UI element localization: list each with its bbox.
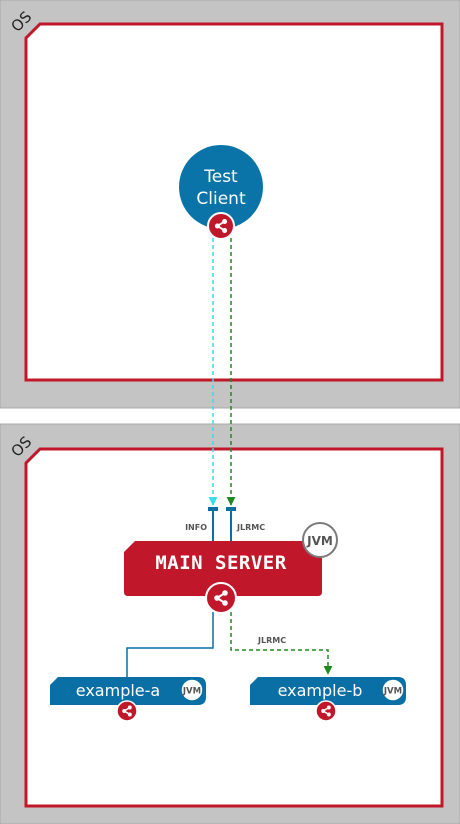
server-box (124, 541, 322, 596)
component-example-a[interactable]: example-a JVM (50, 677, 206, 722)
example-b-connection (230, 612, 333, 675)
component-example-b[interactable]: example-b JVM (250, 677, 406, 722)
jvm-badge: JVM (180, 678, 204, 702)
port-info-label: INFO (185, 523, 207, 532)
jlrmc-link-label: JLRMC (257, 636, 286, 645)
jvm-badge: JVM (302, 522, 338, 558)
jvm-label: JVM (306, 534, 333, 548)
port-info (208, 507, 218, 541)
server-label: MAIN SERVER (155, 552, 286, 574)
jvm-label: JVM (383, 687, 402, 697)
port-jlrmc-label: JLRMC (236, 523, 265, 532)
connections: JLRMC (126, 238, 333, 680)
share-icon (207, 212, 235, 240)
share-icon (205, 582, 237, 614)
share-icon (315, 700, 337, 722)
client-label-line1: Test (203, 167, 238, 187)
component-label: example-a (76, 681, 160, 700)
share-icon (116, 700, 138, 722)
main-server-node[interactable]: INFO JLRMC MAIN SERVER JVM (124, 507, 338, 614)
os-node-bottom: OS (0, 423, 460, 824)
port-jlrmc (226, 507, 236, 541)
component-label: example-b (278, 681, 363, 700)
jvm-label: JVM (182, 687, 201, 697)
container-bottom (24, 447, 444, 808)
client-label-line2: Client (196, 189, 246, 209)
example-a-connection (126, 612, 214, 680)
test-client-node[interactable]: Test Client (179, 145, 263, 240)
jvm-badge: JVM (381, 678, 405, 702)
